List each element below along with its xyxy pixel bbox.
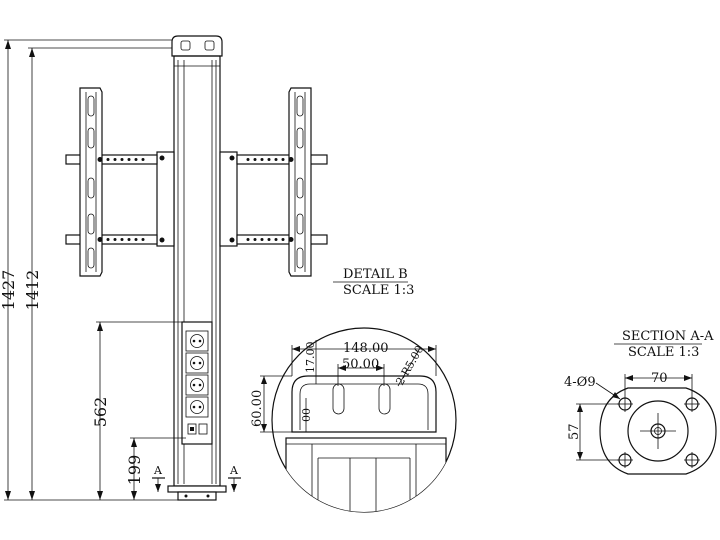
dim-detail-height-left: 60.00 — [250, 390, 265, 427]
pole-plate-left — [156, 151, 175, 247]
switch-module — [187, 423, 208, 435]
arm-right-lower — [236, 234, 328, 245]
section-aa-scale: SCALE 1:3 — [628, 345, 699, 360]
main-dimensions: 1427 1412 562 199 A A — [0, 39, 241, 501]
dim-section-width: 70 — [651, 371, 668, 386]
mounting-holes — [617, 396, 700, 468]
arm-left-lower — [65, 234, 158, 245]
cap-hole-right — [204, 40, 215, 51]
socket-3 — [185, 374, 209, 396]
pole-plate-right — [219, 151, 238, 247]
section-marker-left: A — [153, 464, 163, 477]
pole-base — [167, 485, 227, 501]
socket-2 — [185, 352, 209, 374]
section-marker-right: A — [229, 464, 239, 477]
socket-4 — [185, 396, 209, 418]
cap-hole-left — [180, 40, 191, 51]
arm-left-upper — [65, 154, 158, 165]
section-aa-label: SECTION A-A — [622, 329, 714, 344]
section-aa-title: SECTION A-A SCALE 1:3 — [614, 329, 714, 360]
arm-right-upper — [236, 154, 328, 165]
dim-socket-height: 562 — [91, 397, 110, 428]
dim-total-height: 1427 — [0, 270, 18, 311]
pole-assembly — [65, 35, 328, 501]
detail-b-label: DETAIL B — [343, 267, 408, 282]
socket-panel — [181, 321, 213, 445]
dim-detail-height-small: 17.00 — [304, 342, 317, 374]
bracket-left — [79, 87, 103, 277]
detail-b-scale: SCALE 1:3 — [343, 283, 414, 298]
dim-detail-slot: 00 — [300, 408, 313, 422]
top-cap — [171, 35, 223, 57]
dim-section-height: 57 — [567, 423, 582, 440]
detail-b-view: 148.00 50.00 17.00 00 60.00 2-R5.00 — [250, 327, 457, 513]
socket-1 — [185, 330, 209, 352]
dim-pole-height: 1412 — [23, 270, 42, 311]
detail-b-title: DETAIL B SCALE 1:3 — [333, 267, 414, 298]
center-boss-outer — [627, 400, 689, 462]
dim-detail-width-inner: 50.00 — [342, 357, 379, 372]
dim-section-holes: 4-Ø9 — [564, 375, 596, 390]
dim-detail-width-outer: 148.00 — [343, 341, 389, 356]
bracket-right — [288, 87, 312, 277]
dim-base-offset: 199 — [125, 455, 144, 486]
section-aa-view: 70 57 4-Ø9 — [564, 371, 717, 475]
